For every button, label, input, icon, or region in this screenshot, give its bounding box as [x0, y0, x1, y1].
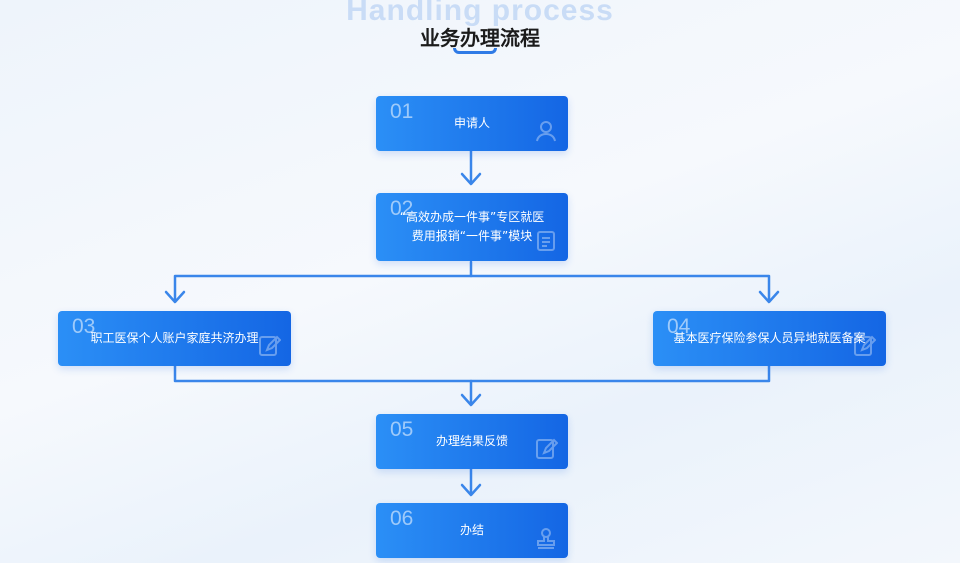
step-label: 办结 [459, 523, 484, 537]
arrow-head-06 [460, 483, 482, 497]
user-icon [536, 121, 556, 142]
step-number: 06 [390, 507, 414, 530]
step-number: 02 [390, 197, 414, 220]
step-number: 03 [72, 315, 96, 338]
background-watermark-text: Handling process [346, 0, 614, 27]
step-label: “高效办成一件事”专区就医费用报销“一件事”模块 [399, 210, 545, 243]
step-label: 申请人 [453, 116, 490, 130]
step-number: 01 [390, 100, 414, 123]
step-number: 05 [390, 418, 414, 441]
step-label: 职工医保个人账户家庭共济办理 [90, 331, 259, 345]
arrow-head-03 [164, 290, 186, 304]
step-02-box: 02 “高效办成一件事”专区就医费用报销“一件事”模块 [376, 193, 568, 261]
edit-icon [536, 438, 558, 459]
arrow-head-05 [460, 393, 482, 407]
step-label: 基本医疗保险参保人员异地就医备案 [673, 331, 866, 345]
step-label: 办理结果反馈 [435, 434, 508, 448]
step-06-box: 06 办结 [376, 503, 568, 558]
merge-horizontal [173, 363, 771, 383]
title-underline [453, 48, 497, 54]
step-number: 04 [667, 315, 691, 338]
step-03-box: 03 职工医保个人账户家庭共济办理 [58, 311, 291, 366]
stamp-icon [537, 528, 555, 549]
edit-icon [854, 335, 876, 356]
document-icon [537, 231, 555, 251]
edit-icon [259, 335, 281, 356]
page-title: 业务办理流程 [420, 26, 540, 50]
arrow-head-02 [460, 172, 482, 186]
arrow-head-04 [758, 290, 780, 304]
branch-horizontal [173, 274, 771, 302]
step-04-box: 04 基本医疗保险参保人员异地就医备案 [653, 311, 886, 366]
step-01-box: 01 申请人 [376, 96, 568, 151]
step-05-box: 05 办理结果反馈 [376, 414, 568, 469]
